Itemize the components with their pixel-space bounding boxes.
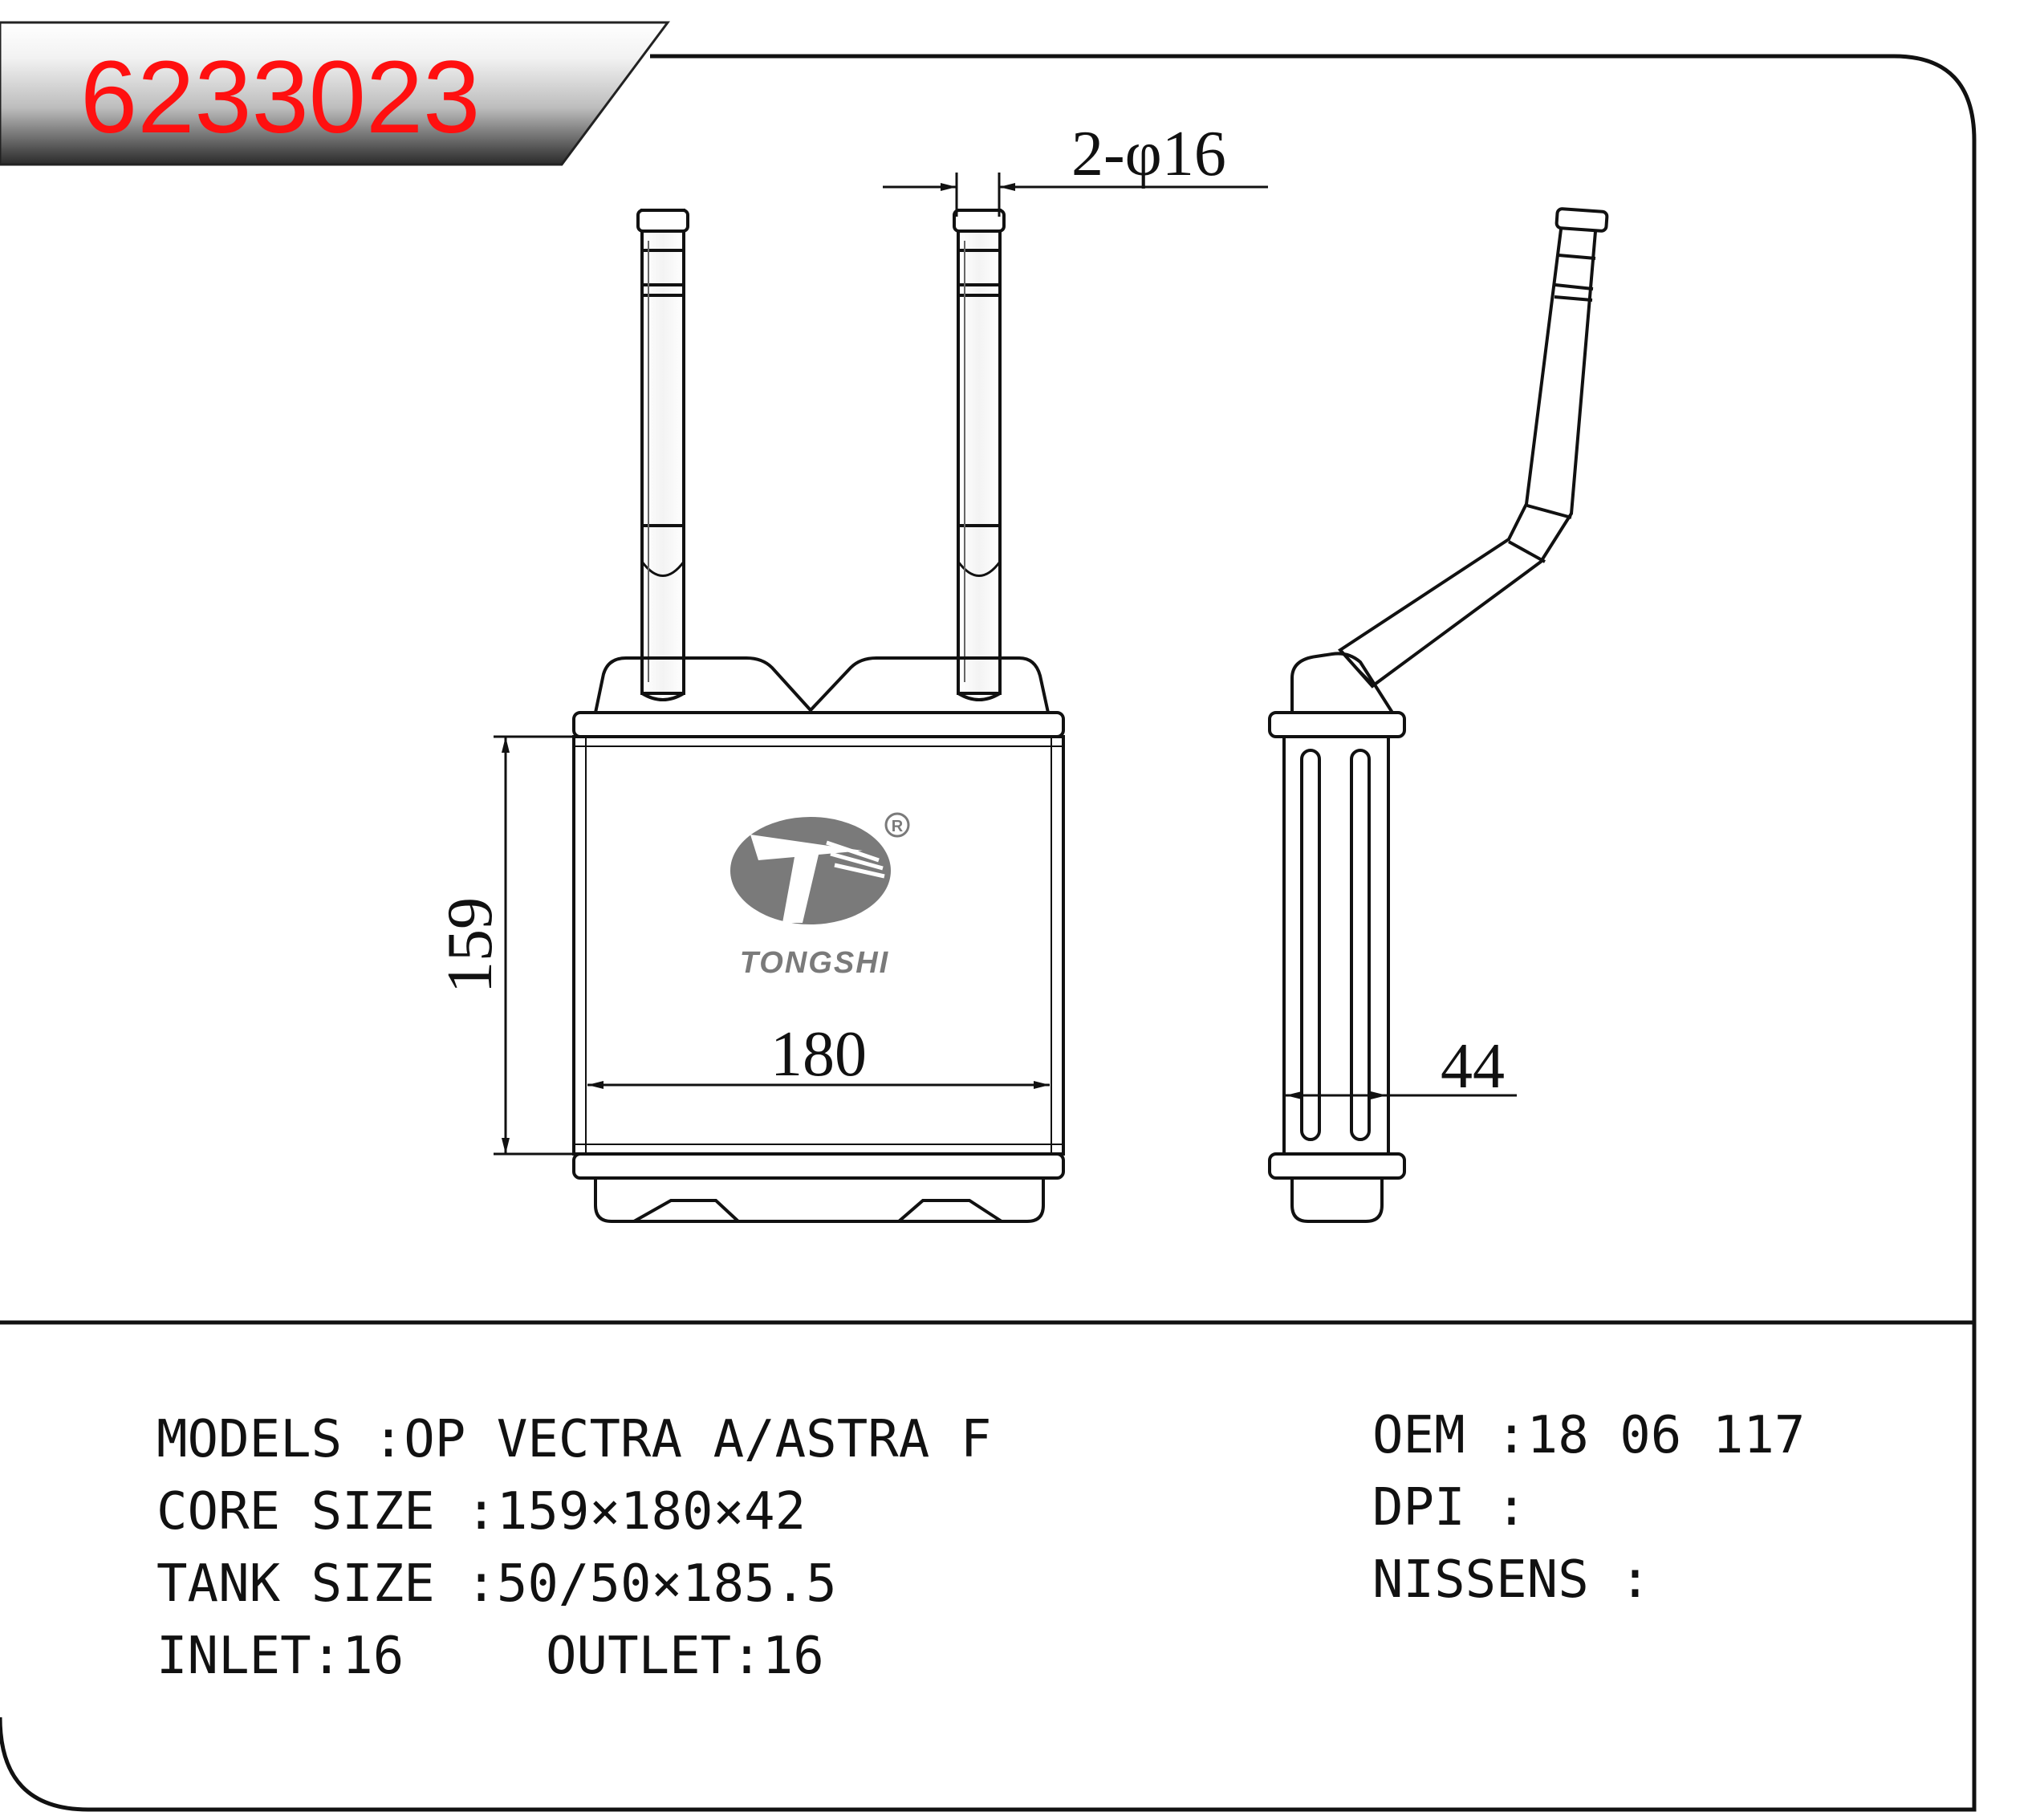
front-view xyxy=(572,209,1065,1223)
pipe-spec-dimension xyxy=(883,173,1268,217)
side-pipe xyxy=(1337,207,1609,689)
top-tank-boss xyxy=(594,656,1050,713)
height-label: 159 xyxy=(435,897,506,993)
side-view xyxy=(1268,207,1609,1223)
side-bottom-tank xyxy=(1268,1152,1406,1180)
brand-name: TONGSHI xyxy=(740,946,889,980)
spec-nissens: NISSENS : xyxy=(1372,1550,1651,1610)
depth-label: 44 xyxy=(1441,1031,1505,1102)
registered-mark-icon xyxy=(884,812,910,838)
spec-inlet: INLET:16 xyxy=(156,1627,404,1686)
spec-outlet: OUTLET:16 xyxy=(546,1627,824,1686)
pipe-spec-label: 2-φ16 xyxy=(1071,119,1226,189)
side-top-tank xyxy=(1268,711,1406,738)
height-dimension xyxy=(494,735,574,1156)
spec-dpi: DPI : xyxy=(1372,1478,1527,1538)
inlet-pipe xyxy=(636,209,689,701)
bottom-tank xyxy=(572,1152,1065,1180)
width-label: 180 xyxy=(770,1019,867,1090)
bottom-tank-body xyxy=(594,1178,1045,1223)
side-top-boss xyxy=(1290,652,1394,714)
spec-core-size: CORE SIZE :159×180×42 xyxy=(156,1482,806,1542)
spec-block-left: MODELS :OP VECTRA A/ASTRA F CORE SIZE :1… xyxy=(156,1410,991,1686)
side-core xyxy=(1282,735,1390,1156)
spec-block-right: OEM :18 06 117 DPI : NISSENS : xyxy=(1372,1406,1805,1610)
outlet-pipe xyxy=(953,209,1006,701)
part-number-banner: 6233023 xyxy=(0,21,670,166)
part-number: 6233023 xyxy=(80,40,480,155)
tongshi-logo: R TONGSHI xyxy=(730,812,910,980)
top-tank xyxy=(572,711,1065,738)
spec-models: MODELS :OP VECTRA A/ASTRA F xyxy=(156,1410,991,1469)
spec-oem: OEM :18 06 117 xyxy=(1372,1406,1805,1465)
core xyxy=(572,735,1065,1156)
sheet-frame xyxy=(0,54,1977,1812)
registered-mark: R xyxy=(892,818,904,835)
spec-tank-size: TANK SIZE :50/50×185.5 xyxy=(156,1554,837,1614)
